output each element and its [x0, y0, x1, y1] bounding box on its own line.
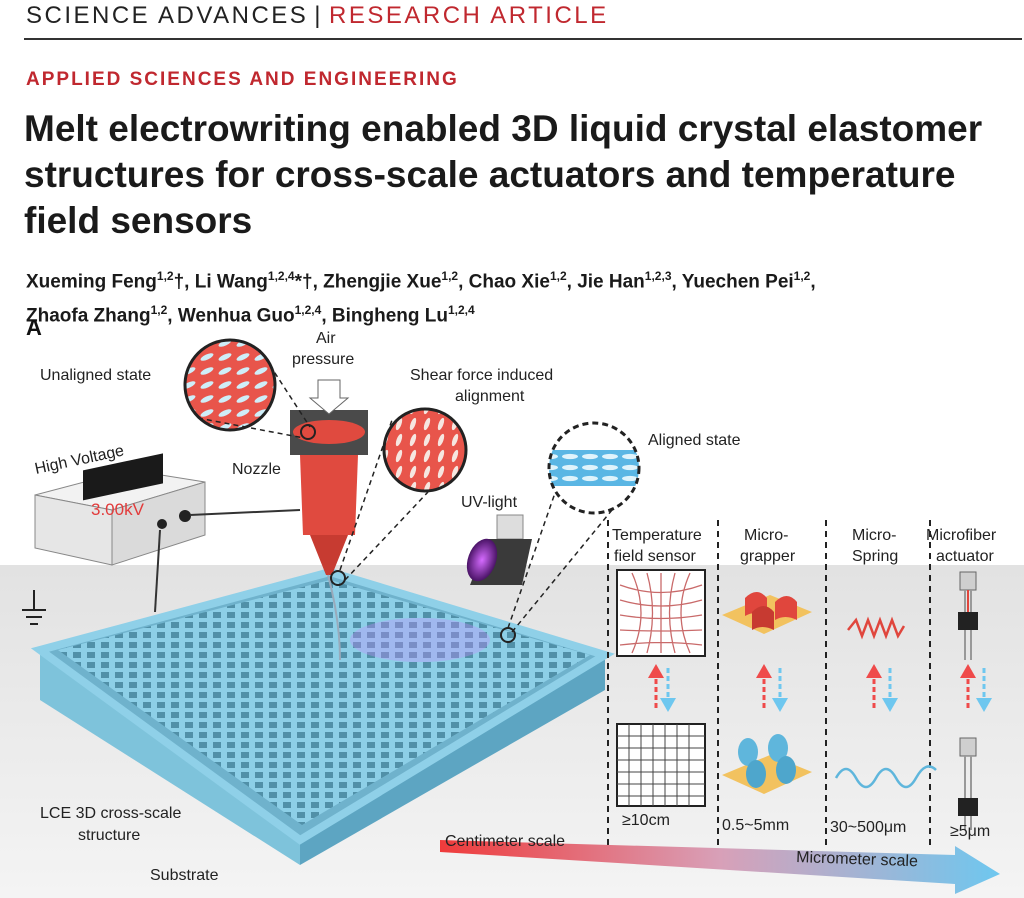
- substrate-label: Substrate: [150, 867, 219, 884]
- header-rule: [24, 38, 1022, 40]
- air-label-2: pressure: [292, 351, 354, 368]
- author-affiliation: 1,2: [549, 269, 567, 283]
- microfiber-actuator-extended: [958, 737, 978, 830]
- temperature-sensor-flat: [616, 723, 706, 807]
- author-name: Yuechen Pei: [681, 271, 794, 293]
- unaligned-label: Unaligned state: [40, 367, 151, 384]
- actuation-arrows: [648, 664, 992, 712]
- author-affiliation: 1,2: [793, 269, 811, 283]
- author-affiliation: 1,2,4: [447, 303, 475, 318]
- micro-spring-extended: [834, 765, 937, 789]
- author-name: Jie Han: [577, 271, 645, 293]
- article-type: RESEARCH ARTICLE: [329, 2, 609, 29]
- microfiber-actuator-contracted: [958, 571, 978, 660]
- author-name: Zhengjie Xue: [323, 271, 442, 293]
- journal-name: SCIENCE ADVANCES: [26, 2, 309, 29]
- uv-lamp-icon: [466, 514, 532, 585]
- size-label: 30~500μm: [830, 819, 906, 836]
- journal-header: SCIENCE ADVANCES|RESEARCH ARTICLE: [26, 2, 609, 30]
- section-label: APPLIED SCIENCES AND ENGINEERING: [26, 69, 459, 90]
- column-header: actuator: [936, 548, 994, 565]
- shear-label-2: alignment: [455, 388, 525, 405]
- micro-spring-contracted: [847, 616, 906, 640]
- author-affiliation: 1,2,3: [644, 269, 672, 283]
- title-line: structures for cross-scale actuators and…: [24, 154, 956, 195]
- title-line: field sensors: [24, 200, 253, 241]
- size-label: 0.5~5mm: [722, 817, 789, 834]
- size-label: ≥5μm: [950, 823, 990, 840]
- unaligned-state-magnifier: [183, 338, 316, 440]
- author-mark: *†: [294, 271, 313, 293]
- article-title: Melt electrowriting enabled 3D liquid cr…: [24, 106, 1014, 244]
- column-header: grapper: [740, 548, 796, 565]
- aligned-state-magnifier: [500, 421, 641, 643]
- author-name: Li Wang: [194, 271, 268, 293]
- voltage-display: 3.00kV: [91, 500, 145, 519]
- lce-lattice-structure: [30, 567, 615, 865]
- author-affiliation: 1,2,4: [267, 269, 295, 283]
- lce-label-2: structure: [78, 827, 140, 844]
- lce-label-1: LCE 3D cross-scale: [40, 805, 181, 822]
- scale-arrow: [440, 840, 1000, 894]
- nozzle-label: Nozzle: [232, 461, 281, 478]
- author-name: Zhaofa Zhang: [26, 305, 151, 327]
- high-voltage-supply: [34, 453, 206, 613]
- panel-label: A: [26, 315, 42, 340]
- column-header: Temperature: [612, 527, 702, 544]
- column-header: field sensor: [614, 548, 696, 565]
- nozzle: [290, 379, 368, 661]
- micro-grapper-open: [722, 734, 812, 794]
- author-name: Xueming Feng: [26, 271, 157, 293]
- uv-label: UV-light: [461, 494, 518, 511]
- temperature-sensor-deformed: [616, 569, 706, 657]
- column-header: Microfiber: [926, 527, 997, 544]
- micro-grapper-closed: [722, 592, 812, 634]
- column-header: Micro-: [744, 527, 788, 544]
- size-label: ≥10cm: [622, 812, 670, 829]
- author-mark: †: [173, 271, 185, 293]
- author-affiliation: 1,2: [156, 269, 174, 283]
- author-name: Bingheng Lu: [331, 305, 448, 327]
- column-header: Spring: [852, 548, 898, 565]
- author-name: Wenhua Guo: [177, 305, 295, 327]
- micrometer-scale-label: Micrometer scale: [796, 849, 918, 870]
- aligned-label: Aligned state: [648, 432, 741, 449]
- author-line: Zhaofa Zhang1,2, Wenhua Guo1,2,4, Binghe…: [26, 303, 475, 327]
- author-affiliation: 1,2: [150, 303, 168, 318]
- shear-label-1: Shear force induced: [410, 367, 553, 384]
- header-separator: |: [314, 2, 324, 29]
- title-line: Melt electrowriting enabled 3D liquid cr…: [24, 108, 983, 149]
- author-name: Chao Xie: [468, 271, 550, 293]
- author-line: Xueming Feng1,2†, Li Wang1,2,4*†, Zhengj…: [26, 269, 816, 293]
- shear-alignment-magnifier: [330, 407, 468, 586]
- author-affiliation: 1,2: [441, 269, 459, 283]
- air-label-1: Air: [316, 330, 336, 347]
- centimeter-scale-label: Centimeter scale: [445, 833, 565, 850]
- author-list: Xueming Feng1,2†, Li Wang1,2,4*†, Zhengj…: [26, 262, 1016, 331]
- column-header: Micro-: [852, 527, 896, 544]
- author-affiliation: 1,2,4: [294, 303, 322, 318]
- ground-icon: [22, 590, 46, 625]
